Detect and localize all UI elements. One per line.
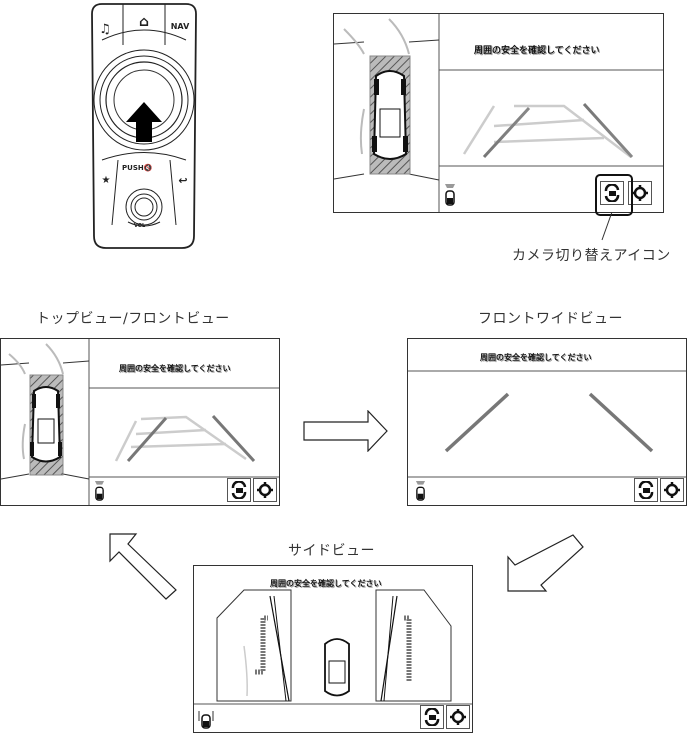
camera-switch-button[interactable] (600, 181, 624, 205)
home-button[interactable]: ⌂ (138, 14, 150, 30)
volume-knob[interactable] (126, 189, 162, 225)
arrow-up-left-icon (108, 532, 183, 602)
camera-switch-button[interactable] (227, 478, 251, 502)
top-front-view-screen: 周囲の安全を確認してください (0, 338, 280, 506)
back-button[interactable]: ↩ (178, 174, 188, 187)
gear-icon (632, 185, 648, 201)
front-wide-view-screen: 周囲の安全を確認してください (407, 338, 687, 506)
callout-label: カメラ切り替えアイコン (512, 248, 671, 264)
view-caption-top-front: トップビュー/フロントビュー (36, 311, 230, 327)
view-caption-side: サイドビュー (288, 543, 375, 559)
settings-button[interactable] (446, 705, 470, 729)
car-indicator-icon (444, 184, 456, 206)
settings-button[interactable] (253, 478, 277, 502)
safety-message: 周囲の安全を確認してください (270, 579, 382, 588)
camera-switch-icon (604, 184, 620, 202)
camera-switch-icon (231, 481, 247, 499)
camera-switch-icon (638, 481, 654, 499)
music-button[interactable]: ♫ (99, 22, 111, 37)
push-label: PUSH (122, 164, 144, 172)
volume-label: VOL (134, 223, 146, 229)
arrow-right-icon (303, 410, 389, 452)
car-indicator-icon (94, 481, 105, 501)
arrow-down-left-icon (505, 527, 585, 597)
camera-switch-button[interactable] (420, 705, 444, 729)
car-indicator-icon (415, 481, 426, 501)
commander-control: ♫ ⌂ NAV ★ ↩ PUSH🔇 VOL (88, 0, 200, 250)
nav-button[interactable]: NAV (170, 22, 190, 31)
side-car-indicator-icon (198, 709, 214, 729)
side-view-screen: 周囲の安全を確認してください (193, 565, 473, 733)
favorite-button[interactable]: ★ (101, 175, 111, 186)
gear-icon (257, 482, 273, 498)
safety-message: 周囲の安全を確認してください (474, 46, 600, 56)
gear-icon (450, 709, 466, 725)
settings-button[interactable] (660, 478, 684, 502)
push-mute-label: PUSH🔇 (122, 164, 152, 172)
callout-leader-line (601, 212, 613, 241)
safety-message: 周囲の安全を確認してください (119, 364, 231, 373)
mute-icon: 🔇 (143, 164, 153, 172)
camera-switch-icon (424, 708, 440, 726)
safety-message: 周囲の安全を確認してください (480, 353, 592, 362)
gear-icon (664, 482, 680, 498)
main-camera-screen: 周囲の安全を確認してください (333, 13, 664, 213)
camera-switch-button[interactable] (634, 478, 658, 502)
view-caption-front-wide: フロントワイドビュー (478, 311, 623, 327)
camera-switch-highlight (595, 174, 633, 216)
joystick-up-arrow-icon (126, 102, 162, 142)
